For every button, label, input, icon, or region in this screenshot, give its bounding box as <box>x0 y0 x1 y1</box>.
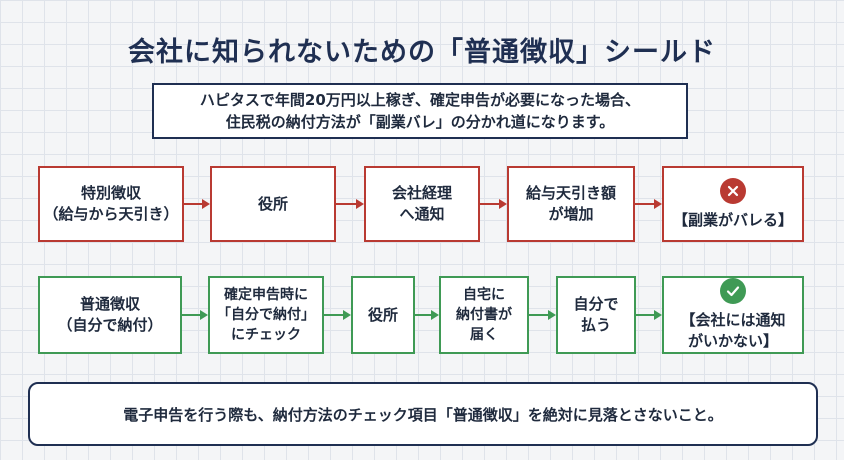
green-arrow-4 <box>529 310 556 320</box>
intro-line-2: 住民税の納付方法が「副業バレ」の分かれ道になります。 <box>225 113 615 131</box>
red-arrow-4 <box>635 199 662 209</box>
green-arrow-2 <box>324 310 351 320</box>
green-step-4-line-1: 自宅に <box>463 287 505 303</box>
green-arrow-1 <box>182 310 208 320</box>
green-step-2-line-3: にチェック <box>231 327 301 343</box>
page-title: 会社に知られないための「普通徴収」シールド <box>128 37 716 68</box>
red-step-4-line-2: が増加 <box>548 205 594 223</box>
green-step-1-line-2: （自分で納付） <box>57 316 163 334</box>
red-arrow-1 <box>184 199 210 209</box>
red-step-1-line-1: 特別徴収 <box>80 184 141 202</box>
red-step-2-line-1: 役所 <box>257 194 288 213</box>
cross-icon <box>720 177 746 204</box>
red-step-3-box: 会社経理 へ通知 <box>364 166 480 242</box>
red-step-4-line-1: 給与天引き額 <box>525 184 616 202</box>
green-result-box: 【会社には通知 がいかない】 <box>662 276 804 354</box>
green-arrow-3 <box>415 310 439 320</box>
footer-note: 電子申告を行う際も、納付方法のチェック項目「普通徴収」を絶対に見落とさないこと。 <box>28 382 818 446</box>
green-step-2-box: 確定申告時に 「自分で納付」 にチェック <box>208 276 324 354</box>
green-step-5-box: 自分で 払う <box>556 276 636 354</box>
green-arrow-5 <box>636 310 662 320</box>
green-result-line-1: 【会社には通知 <box>680 311 786 329</box>
red-step-3-line-1: 会社経理 <box>391 184 452 202</box>
green-step-5-line-1: 自分で <box>573 295 619 313</box>
red-result-box: 【副業がバレる】 <box>662 166 804 242</box>
green-step-2-line-1: 確定申告時に <box>224 287 308 303</box>
green-step-2-line-2: 「自分で納付」 <box>217 307 315 323</box>
intro-line-1: ハピタスで年間20万円以上稼ぎ、確定申告が必要になった場合、 <box>199 91 641 109</box>
green-step-4-box: 自宅に 納付書が 届く <box>439 276 529 354</box>
red-step-3-line-2: へ通知 <box>399 205 445 223</box>
red-result-line-1: 【副業がバレる】 <box>672 210 793 229</box>
red-arrow-2 <box>336 199 364 209</box>
red-step-1-box: 特別徴収 （給与から天引き） <box>38 166 184 242</box>
red-arrow-3 <box>480 199 507 209</box>
green-step-3-line-1: 役所 <box>367 305 398 324</box>
red-step-1-line-2: （給与から天引き） <box>43 205 179 223</box>
check-icon <box>720 278 746 304</box>
green-step-1-box: 普通徴収 （自分で納付） <box>38 276 182 354</box>
green-step-4-line-3: 届く <box>470 327 498 343</box>
green-step-3-box: 役所 <box>351 276 415 354</box>
green-result-line-2: がいかない】 <box>687 332 778 350</box>
green-step-1-line-1: 普通徴収 <box>79 295 140 313</box>
red-step-4-box: 給与天引き額 が増加 <box>507 166 635 242</box>
intro-box: ハピタスで年間20万円以上稼ぎ、確定申告が必要になった場合、 住民税の納付方法が… <box>152 83 688 139</box>
green-step-5-line-2: 払う <box>580 316 611 334</box>
green-step-4-line-2: 納付書が <box>456 307 512 323</box>
red-step-2-box: 役所 <box>210 166 336 242</box>
